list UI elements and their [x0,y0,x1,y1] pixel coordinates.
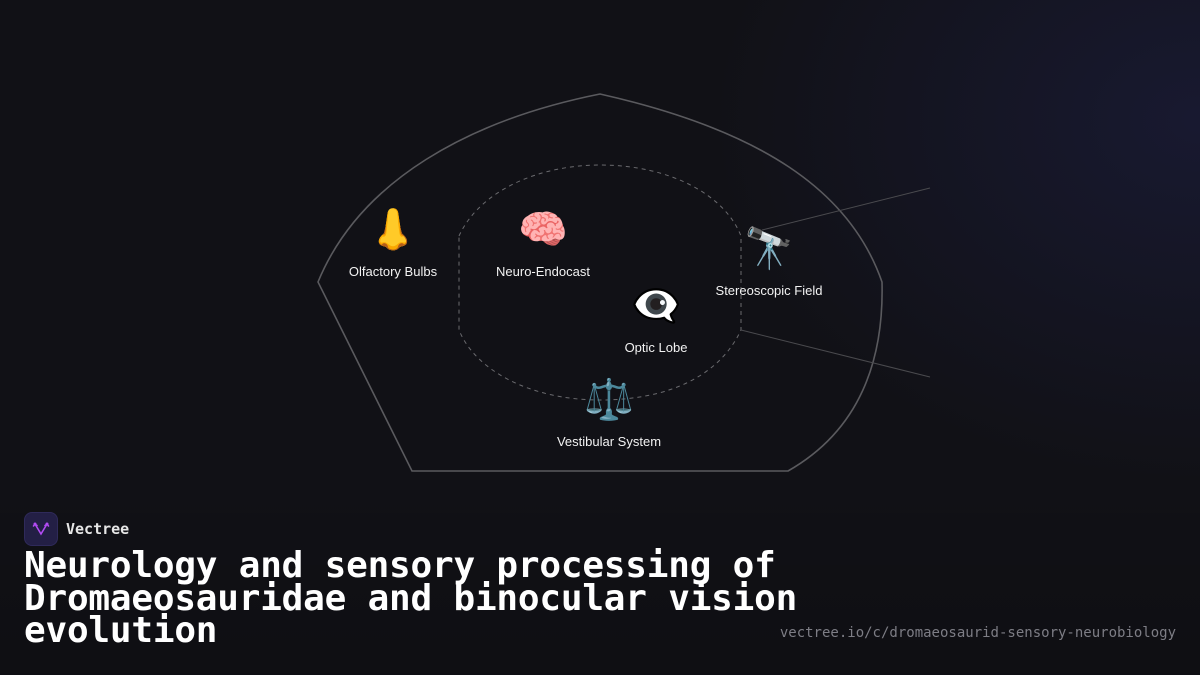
node-stereoscopic-field[interactable]: 🔭 Stereoscopic Field [716,225,823,298]
braincase-dashed-outline [458,164,742,401]
telescope-icon: 🔭 [744,226,794,272]
node-label: Vestibular System [556,434,662,449]
node-neuro-endocast[interactable]: 🧠 Neuro-Endocast [496,206,590,279]
brand: Vectree [24,512,129,546]
sight-line-upper [761,187,931,231]
page-title: Neurology and sensory processing of Drom… [24,545,798,651]
node-optic-lobe[interactable]: 👁️‍🗨️ Optic Lobe [625,282,688,355]
nose-icon: 👃 [368,207,418,253]
node-label: Neuro-Endocast [496,264,590,279]
brand-name: Vectree [66,520,130,538]
node-label: Optic Lobe [624,340,688,355]
vectree-logo-icon [24,512,58,546]
brain-icon: 🧠 [518,207,568,253]
node-vestibular-system[interactable]: ⚖️ Vestibular System [557,376,661,449]
sight-line-lower [740,329,931,378]
node-label: Olfactory Bulbs [348,264,438,279]
balance-scale-icon: ⚖️ [584,377,634,423]
node-label: Stereoscopic Field [715,283,823,298]
source-url[interactable]: vectree.io/c/dromaeosaurid-sensory-neuro… [779,625,1176,641]
eye-in-speech-bubble-icon: 👁️‍🗨️ [631,283,681,329]
skull-outline [317,93,883,472]
node-olfactory-bulbs[interactable]: 👃 Olfactory Bulbs [349,206,437,279]
